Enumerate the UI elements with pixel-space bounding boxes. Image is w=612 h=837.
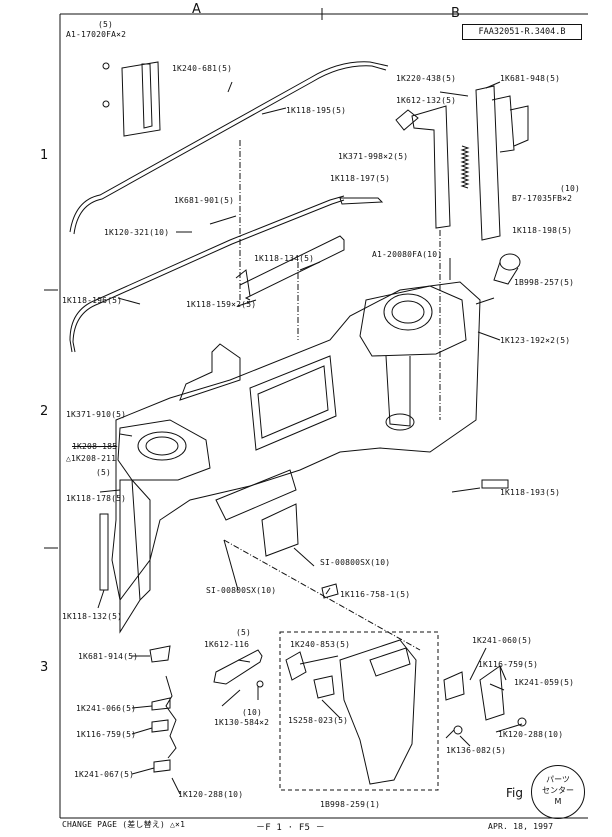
part-label: 1K118-195(5) — [286, 106, 347, 115]
part-label: 1K118-178(5) — [66, 494, 127, 503]
part-label: 1K241-059(5) — [514, 678, 575, 687]
part-label: 1K116-758-1(5) — [340, 590, 411, 599]
sub-assembly-label: 1B998-259(1) — [320, 800, 381, 809]
part-label: (5) — [98, 20, 114, 29]
part-label: 1B998-257(5) — [514, 278, 575, 287]
part-label: 1K118-132(5) — [62, 612, 123, 621]
part-label: B7-17035FB×2 — [512, 194, 573, 203]
part-label: 1K120-321(10) — [104, 228, 170, 237]
stamp-line: パーツ — [546, 775, 570, 784]
part-label: 1K612-116 — [204, 640, 250, 649]
document-number-box: FAA32051-R.3404.B — [462, 24, 582, 40]
part-label: 1K220-438(5) — [396, 74, 457, 83]
part-label: (10) — [242, 708, 263, 717]
change-page-note: CHANGE PAGE (差し替え) △×1 — [62, 820, 186, 829]
part-label: SI-00800SX(10) — [320, 558, 391, 567]
part-label: 1K116-759(5) — [478, 660, 539, 669]
part-label: 1K118-196(5) — [62, 296, 123, 305]
row-marker-1: 1 — [40, 148, 49, 163]
part-label: 1K681-901(5) — [174, 196, 235, 205]
part-label: (10) — [560, 184, 581, 193]
part-label: 1K136-082(5) — [446, 746, 507, 755]
part-label: (5) — [96, 468, 112, 477]
column-a-marker: A — [192, 2, 201, 17]
part-label: 1K612-132(5) — [396, 96, 457, 105]
part-label: 1K371-998×2(5) — [338, 152, 409, 161]
part-label: 1K241-060(5) — [472, 636, 533, 645]
issue-date: APR. 18, 1997 — [488, 822, 554, 831]
part-label: 1K118-197(5) — [330, 174, 391, 183]
part-label: (5) — [236, 628, 252, 637]
part-label: 1K118-134(5) — [254, 254, 315, 263]
part-label: 1K681-948(5) — [500, 74, 561, 83]
part-label: 1K118-198(5) — [512, 226, 573, 235]
part-label: 1K130-584×2 — [214, 718, 270, 727]
part-label: 1K241-067(5) — [74, 770, 135, 779]
stamp-line: M — [554, 797, 562, 806]
part-label: 1K118-193(5) — [500, 488, 561, 497]
part-label: 1K120-288(10) — [178, 790, 244, 799]
stamp-line: センター — [542, 786, 574, 795]
part-label: 1K240-853(5) — [290, 640, 351, 649]
row-marker-3: 3 — [40, 660, 49, 675]
part-label: 1K120-288(10) — [498, 730, 564, 739]
part-label: A1-20080FA(10) — [372, 250, 443, 259]
part-label: 1K371-910(5) — [66, 410, 127, 419]
figure-label: Fig — [506, 786, 523, 800]
parts-center-stamp: パーツ センター M — [531, 765, 585, 819]
part-label: 1S258-023(5) — [288, 716, 349, 725]
part-label: △1K208-211 — [66, 454, 117, 463]
page-reference: －F 1 · F5 － — [256, 823, 325, 833]
part-label: 1K681-914(5) — [78, 652, 139, 661]
part-label: SI-00800SX(10) — [206, 586, 277, 595]
part-label: A1-17020FA×2 — [66, 30, 127, 39]
part-label-obsolete: 1K208-185 — [72, 442, 118, 451]
part-label: 1K116-759(5) — [76, 730, 137, 739]
part-label: 1K240-681(5) — [172, 64, 233, 73]
part-label: 1K241-066(5) — [76, 704, 137, 713]
row-marker-2: 2 — [40, 404, 49, 419]
part-label: 1K118-159×2(5) — [186, 300, 257, 309]
part-label: 1K123-192×2(5) — [500, 336, 571, 345]
